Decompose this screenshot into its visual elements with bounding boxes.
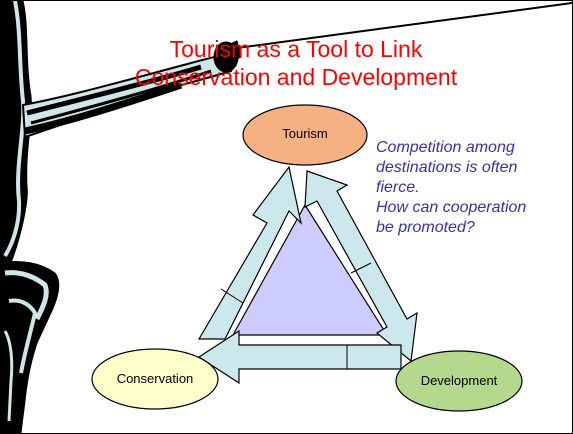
slide-title: Tourism as a Tool to Link Conservation a… [61,35,531,91]
note-line: destinations is often [376,159,518,176]
note-line: Competition among [376,139,515,156]
node-tourism [242,104,368,166]
arrow-development-to-conservation [197,329,402,385]
note-line: be promoted? [376,219,475,236]
slide-title-line-2: Conservation and Development [134,64,458,90]
annotation-note: Competition among destinations is often … [376,138,566,238]
arrow-conservation-to-tourism [197,165,303,340]
node-label-conservation: Conservation [116,371,194,386]
note-line: How can cooperation [376,199,527,216]
note-line: fierce. [376,179,420,196]
node-development [395,350,523,412]
center-triangle [231,203,389,336]
slide-title-line-1: Tourism as a Tool to Link [169,36,423,62]
node-label-development: Development [420,373,498,388]
node-conservation [91,348,219,410]
node-label-tourism: Tourism [282,126,328,141]
